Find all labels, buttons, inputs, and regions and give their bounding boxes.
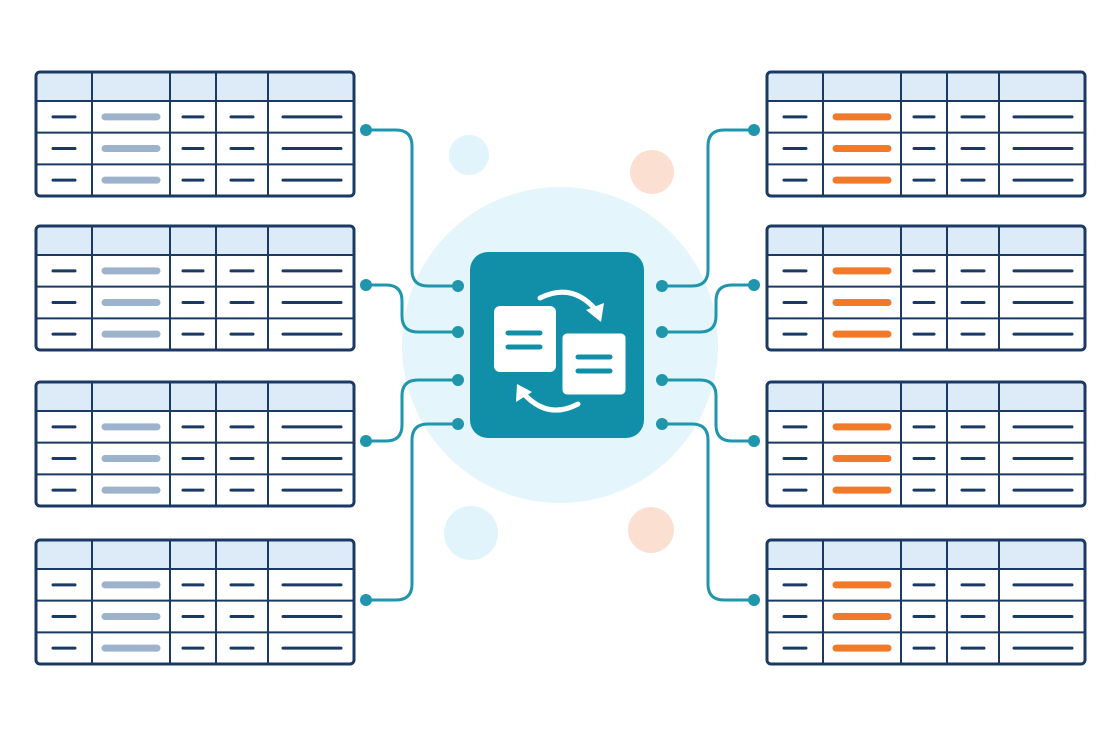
- target-connector-2-dot-start: [748, 279, 760, 291]
- target-table-1: [765, 70, 1087, 198]
- source-connector-2-dot-start: [360, 279, 372, 291]
- table-header: [36, 382, 354, 411]
- table-header: [36, 226, 354, 255]
- source-connector-3-dot-start: [360, 435, 372, 447]
- source-connector-2: [366, 283, 458, 334]
- table-sync-icon: [494, 289, 629, 413]
- document-right: [559, 330, 629, 398]
- table-border: [765, 380, 1087, 508]
- target-connector-3: [662, 378, 754, 443]
- source-table-2: [34, 224, 356, 352]
- sync-hub: [470, 252, 644, 438]
- table-header: [36, 72, 354, 101]
- source-connector-4-dot-end: [452, 418, 464, 430]
- target-connector-4-dot-start: [748, 594, 760, 606]
- target-table-2: [765, 224, 1087, 352]
- source-table-1: [34, 70, 356, 198]
- sync-arrow-bottom-head: [516, 384, 532, 402]
- sync-arrow-bottom: [521, 391, 581, 413]
- source-connector-4: [366, 422, 458, 602]
- sync-arrow-top-head: [586, 303, 604, 322]
- table-header: [767, 382, 1085, 411]
- target-connector-2-dot-end: [656, 326, 668, 338]
- table-border: [765, 538, 1087, 666]
- source-connector-1: [366, 128, 458, 288]
- target-connector-1-dot-start: [748, 124, 760, 136]
- deco-dot-blue-top: [449, 135, 489, 175]
- target-connector-1: [662, 128, 754, 288]
- source-table-4: [34, 538, 356, 666]
- table-header: [767, 72, 1085, 101]
- sync-arrow-top: [537, 289, 599, 313]
- deco-dot-orange-top: [630, 150, 674, 194]
- target-table-3: [765, 380, 1087, 508]
- table-border: [765, 70, 1087, 198]
- table-border: [34, 380, 356, 508]
- table-border: [765, 224, 1087, 352]
- source-table-3: [34, 380, 356, 508]
- table-header: [36, 540, 354, 569]
- target-connector-1-dot-end: [656, 280, 668, 292]
- deco-dot-orange-bottom: [628, 507, 674, 553]
- connectors: [360, 124, 760, 606]
- target-table-4: [765, 538, 1087, 666]
- table-border: [34, 538, 356, 666]
- table-header: [767, 226, 1085, 255]
- target-connector-3-dot-start: [748, 435, 760, 447]
- source-connector-3: [366, 378, 458, 443]
- target-connector-4-dot-end: [656, 418, 668, 430]
- document-left: [494, 306, 556, 372]
- source-connector-1-dot-end: [452, 280, 464, 292]
- table-border: [34, 224, 356, 352]
- target-connector-2: [662, 283, 754, 334]
- table-border: [34, 70, 356, 198]
- tables: [34, 70, 1087, 666]
- deco-dot-blue-bottom: [444, 506, 498, 560]
- table-header: [767, 540, 1085, 569]
- target-connector-4: [662, 422, 754, 602]
- source-connector-1-dot-start: [360, 124, 372, 136]
- source-connector-3-dot-end: [452, 374, 464, 386]
- source-connector-2-dot-end: [452, 326, 464, 338]
- target-connector-3-dot-end: [656, 374, 668, 386]
- source-connector-4-dot-start: [360, 594, 372, 606]
